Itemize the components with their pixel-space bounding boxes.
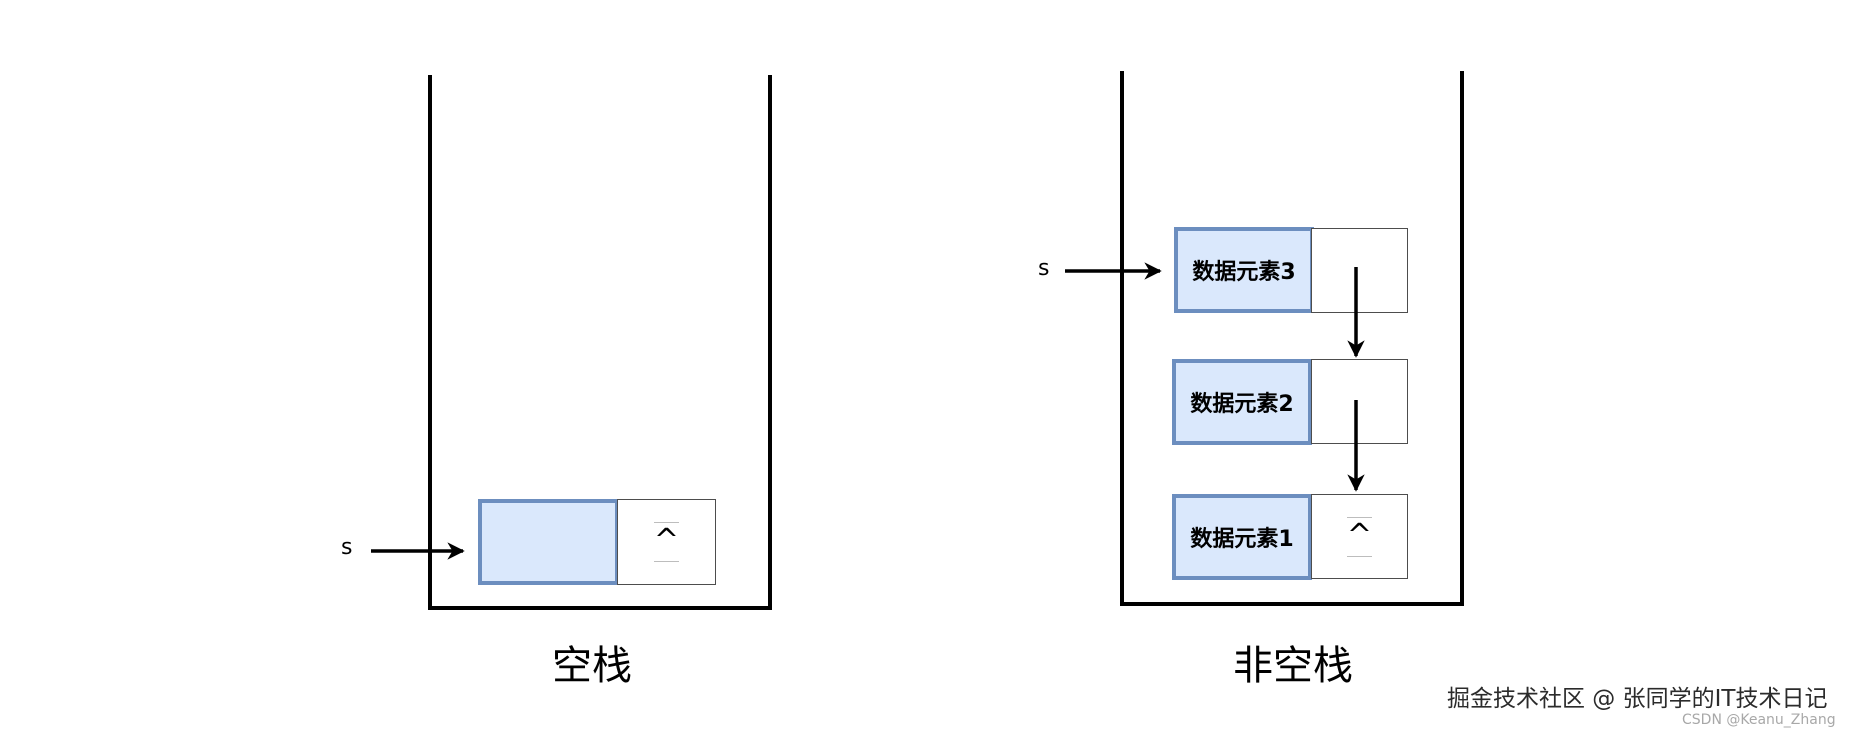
empty-stack-bottom-wall [428,606,772,610]
empty-stack-pointer-label: s [341,535,353,560]
nonempty-stack-caption: 非空栈 [1233,643,1353,689]
nonempty-stack-right-wall [1460,71,1464,606]
nonempty-stack-left-wall [1120,71,1124,606]
stack-node-2-next [1311,359,1408,444]
empty-stack-head-node-data [478,499,619,585]
empty-stack-head-node-next: ^ [617,499,716,585]
stack-node-3-next [1311,228,1408,313]
stack-node-1-data: 数据元素1 [1172,494,1312,580]
empty-stack-caption: 空栈 [552,643,632,689]
watermark-sub-text: CSDN @Keanu_Zhang [1682,712,1836,728]
null-pointer-symbol: ^ [1345,515,1374,559]
watermark-main-text: 掘金技术社区 @ 张同学的IT技术日记 [1447,686,1828,712]
stack-node-1-next: ^ [1311,494,1408,579]
null-pointer-symbol: ^ [652,520,681,564]
empty-stack-right-wall [768,75,772,610]
stack-node-2-data: 数据元素2 [1172,359,1312,445]
nonempty-stack-pointer-label: s [1038,256,1050,281]
empty-stack-left-wall [428,75,432,610]
nonempty-stack-bottom-wall [1120,602,1464,606]
